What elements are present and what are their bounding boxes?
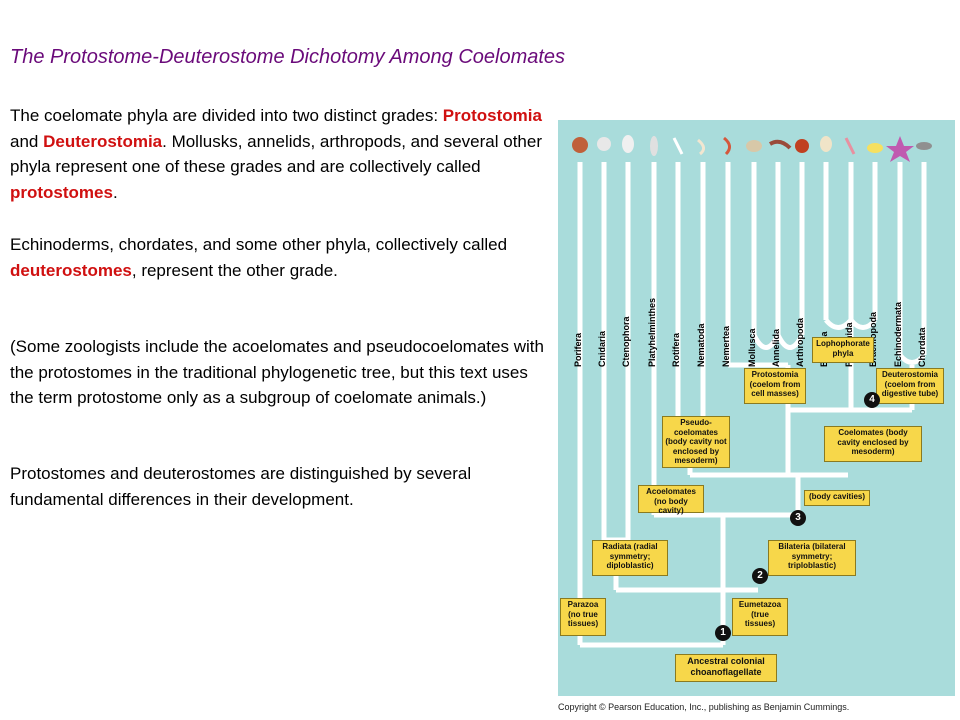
copyright-caption: Copyright © Pearson Education, Inc., pub… (558, 702, 850, 712)
organism-illustrations (572, 135, 932, 162)
tree-branches (572, 135, 932, 648)
paragraph-zoologists-note: (Some zoologists include the acoelomates… (10, 337, 544, 407)
paragraph-differences: Protostomes and deuterostomes are distin… (10, 464, 472, 509)
box-eumetazoa: Eumetazoa (true tissues) (732, 598, 788, 636)
slide-title: The Protostome-Deuterostome Dichotomy Am… (10, 46, 566, 68)
phylum-label: Annelida (771, 328, 781, 367)
text-run: and (10, 131, 44, 151)
box-deuterostomia: Deuterostomia (coelom from digestive tub… (876, 368, 944, 404)
text-run: , represent the other grade. (131, 260, 338, 280)
paragraph-grades: The coelomate phyla are divided into two… (10, 103, 555, 205)
phylum-label: Nemertea (721, 325, 731, 367)
text-run: . Mollusks, annelids, arthropods, and se… (10, 131, 542, 177)
box-ancestor: Ancestral colonial choanoflagellate (675, 654, 777, 682)
phylum-label: Chordata (917, 327, 927, 367)
box-parazoa: Parazoa (no true tissues) (560, 598, 606, 636)
term-protostomia: Protostomia (442, 106, 542, 125)
phylum-label: Echinodermata (893, 301, 903, 367)
box-pseudocoelomates: Pseudo-coelomates (body cavity not enclo… (662, 416, 730, 468)
node-marker: 2 (752, 568, 768, 584)
phylum-label: Mollusca (747, 328, 757, 367)
phylum-label: Ctenophora (621, 316, 631, 368)
term-protostomes: protostomes (10, 182, 113, 202)
box-lophophorate: Lophophorate phyla (812, 337, 874, 363)
phylum-label: Rotifera (671, 332, 681, 367)
text-run: . (112, 182, 118, 202)
text-run: Echinoderms, chordates, and some other p… (10, 235, 508, 254)
phylum-label: Porifera (573, 332, 583, 367)
box-body-cavities: (body cavities) (804, 490, 870, 506)
paragraph-deuterostomes: Echinoderms, chordates, and some other p… (10, 232, 555, 283)
node-marker: 1 (715, 625, 731, 641)
phylum-label: Cnidaria (597, 330, 607, 367)
box-coelomates: Coelomates (body cavity enclosed by meso… (824, 426, 922, 462)
node-marker: 4 (864, 392, 880, 408)
term-deuterostomia: Deuterostomia (43, 131, 163, 151)
box-bilateria: Bilateria (bilateral symmetry; triplobla… (768, 540, 856, 576)
term-deuterostomes: deuterostomes (10, 260, 132, 280)
box-radiata: Radiata (radial symmetry; diploblastic) (592, 540, 668, 576)
phylum-label: Platyhelminthes (647, 297, 657, 367)
phylum-label: Arthropoda (795, 318, 805, 367)
node-marker: 3 (790, 510, 806, 526)
phylum-label: Nematoda (696, 323, 706, 367)
box-protostomia: Protostomia (coelom from cell masses) (744, 368, 806, 404)
box-acoelomates: Acoelomates (no body cavity) (638, 485, 704, 515)
phylogenetic-tree: Porifera Cnidaria Ctenophora Platyhelmin… (558, 120, 955, 696)
text-run: The coelomate phyla are divided into two… (10, 106, 443, 125)
